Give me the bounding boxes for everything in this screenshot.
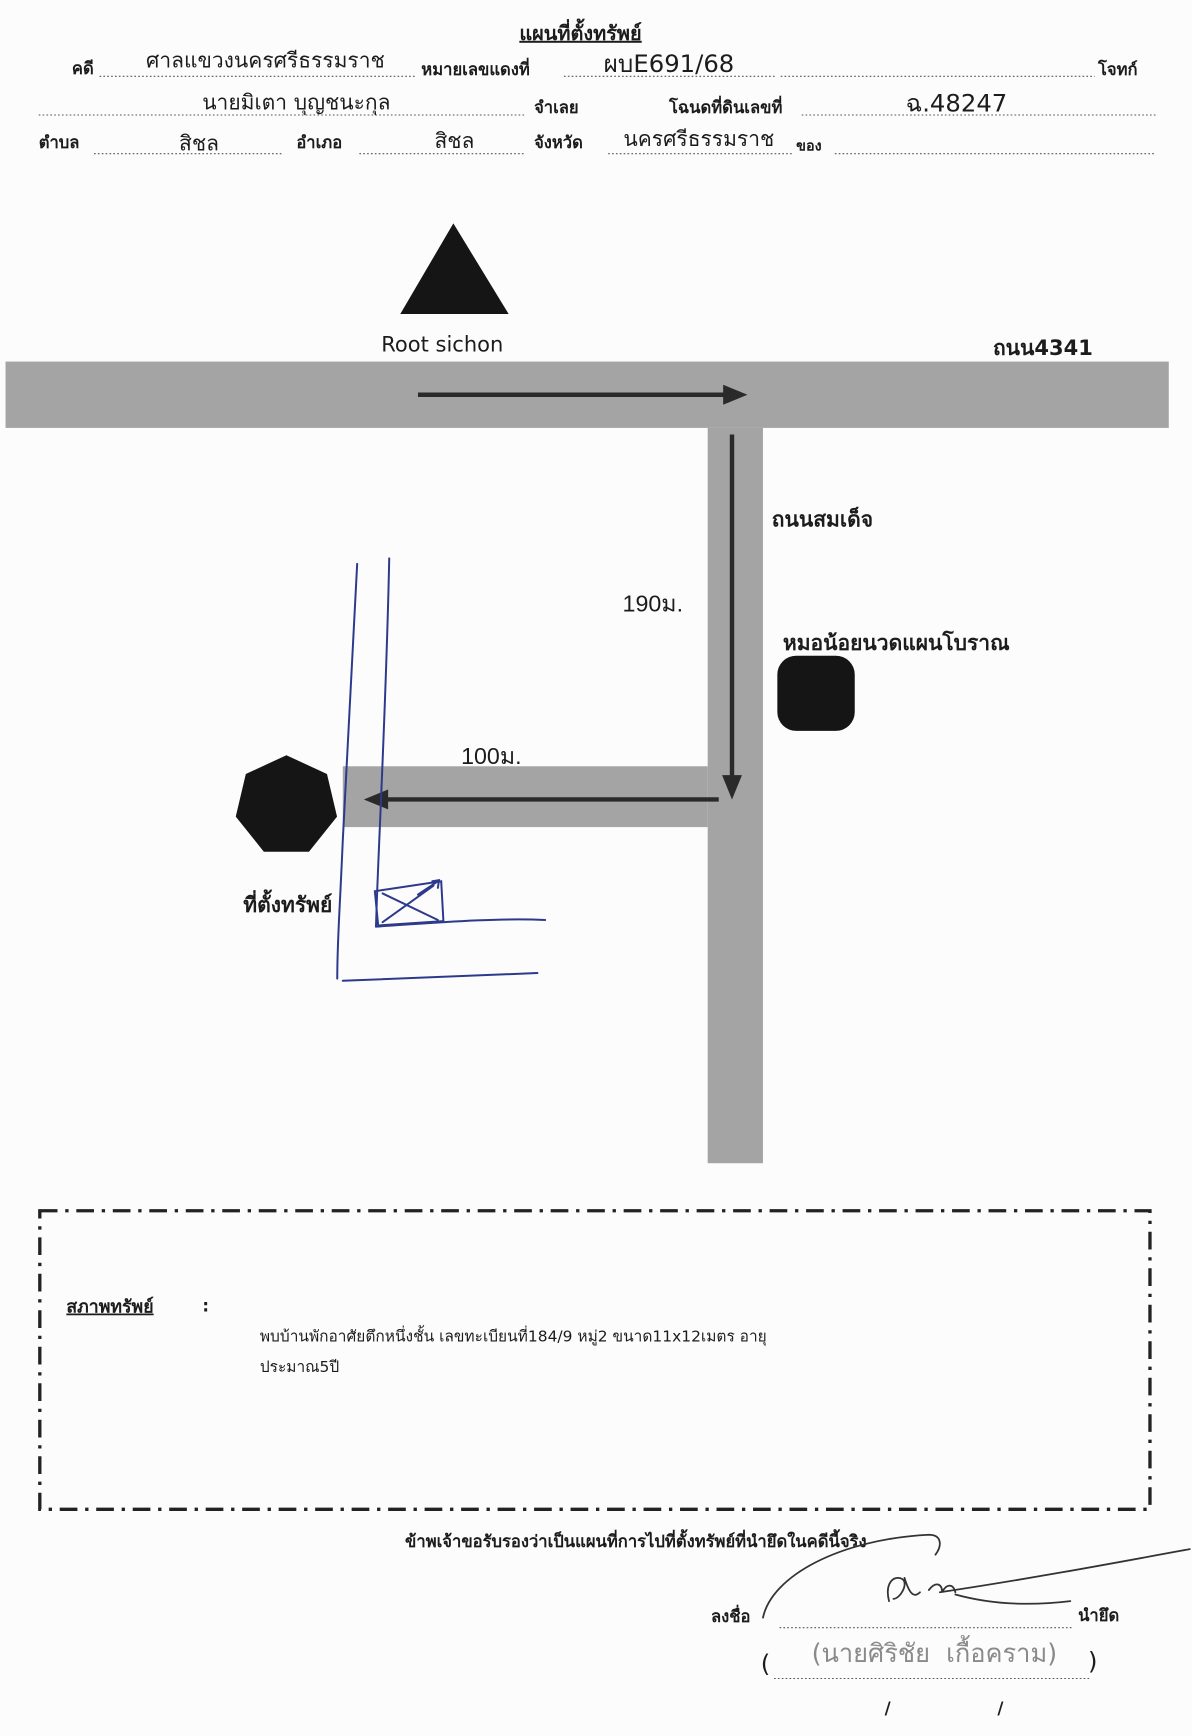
signature-long-stroke [938, 1548, 1191, 1594]
district-label: อำเภอ [296, 133, 342, 152]
distance-down-label: 190ม. [623, 590, 683, 616]
arrow-down-head-icon [722, 775, 742, 800]
red-number-value: ผบE691/68 [604, 49, 735, 78]
signature-initials [887, 1576, 921, 1602]
property-marker-icon [235, 755, 338, 852]
province-label: จังหวัด [534, 133, 583, 152]
branch-road [342, 766, 708, 828]
defendant-value: นายมิเตา บุญชนะกุล [202, 90, 390, 115]
condition-line-2: ประมาณ5ปี [260, 1358, 339, 1376]
pen-line-right [374, 557, 391, 928]
sign-label: ลงชื่อ [711, 1604, 750, 1626]
condition-separator: : [202, 1296, 209, 1315]
pen-pin-icon [416, 878, 441, 896]
defendant-label: จำเลย [534, 98, 579, 117]
deed-number-value: ฉ.48247 [906, 89, 1008, 118]
condition-line-1: พบบ้านพักอาศัยตึกหนึ่งชั้น เลขทะเบียนที่… [260, 1324, 767, 1346]
signer-name: (นายศิริชัย เกื้อคราม) [812, 1635, 1058, 1668]
property-label: ที่ตั้งทรัพย์ [243, 889, 332, 917]
signature [762, 1533, 1191, 1619]
subdistrict-value: สิชล [179, 131, 219, 155]
name-close-paren: ) [1088, 1647, 1098, 1676]
pen-line-left [336, 562, 359, 980]
pen-sketch [336, 557, 547, 982]
landmark-right-label: หมอน้อยนวดแผนโบราณ [783, 630, 1010, 655]
court-value: ศาลแขวงนครศรีธรรมราช [146, 48, 385, 72]
pen-house-box [373, 880, 445, 927]
condition-label: สภาพทรัพย์ [66, 1296, 153, 1318]
distance-left-label: 100ม. [461, 743, 522, 769]
signature-tail [954, 1593, 1072, 1605]
pen-line-lower-horizontal [341, 972, 539, 982]
certification-statement: ข้าพเจ้าขอรับรองว่าเป็นแผนที่การไปที่ตั้… [405, 1529, 866, 1551]
signature-arc [762, 1533, 941, 1619]
date-separator-1: / [885, 1699, 892, 1718]
triangle-landmark-icon [400, 223, 509, 315]
landmark-top-label: Root sichon [381, 333, 503, 357]
pen-house-cross-1 [381, 892, 439, 921]
pen-house-cross-2 [381, 884, 435, 924]
side-road-label: ถนนสมเด็จ [772, 505, 873, 531]
case-label: คดี [72, 59, 94, 78]
red-number-label: หมายเลขแดงที่ [421, 57, 530, 79]
arrow-right-head-icon [723, 384, 748, 405]
document-title: แผนที่ตั้งทรัพย์ [519, 18, 641, 45]
subdistrict-label: ตำบล [39, 133, 80, 152]
province-value: นครศรีธรรมราช [623, 127, 774, 151]
district-value: สิชล [434, 129, 474, 153]
massage-shop-marker-icon [777, 655, 855, 731]
main-road-label: ถนน4341 [993, 336, 1093, 360]
condition-box [38, 1209, 1152, 1511]
side-road [707, 427, 763, 1164]
date-separator-2: / [997, 1699, 1004, 1718]
plaintiff-label: โจทก์ [1097, 59, 1138, 79]
deed-label: โฉนดที่ดินเลขที่ [668, 95, 782, 117]
signer-role: นำยึด [1078, 1606, 1119, 1625]
owner-label: ของ [796, 138, 821, 154]
name-open-paren: ( [761, 1649, 771, 1678]
